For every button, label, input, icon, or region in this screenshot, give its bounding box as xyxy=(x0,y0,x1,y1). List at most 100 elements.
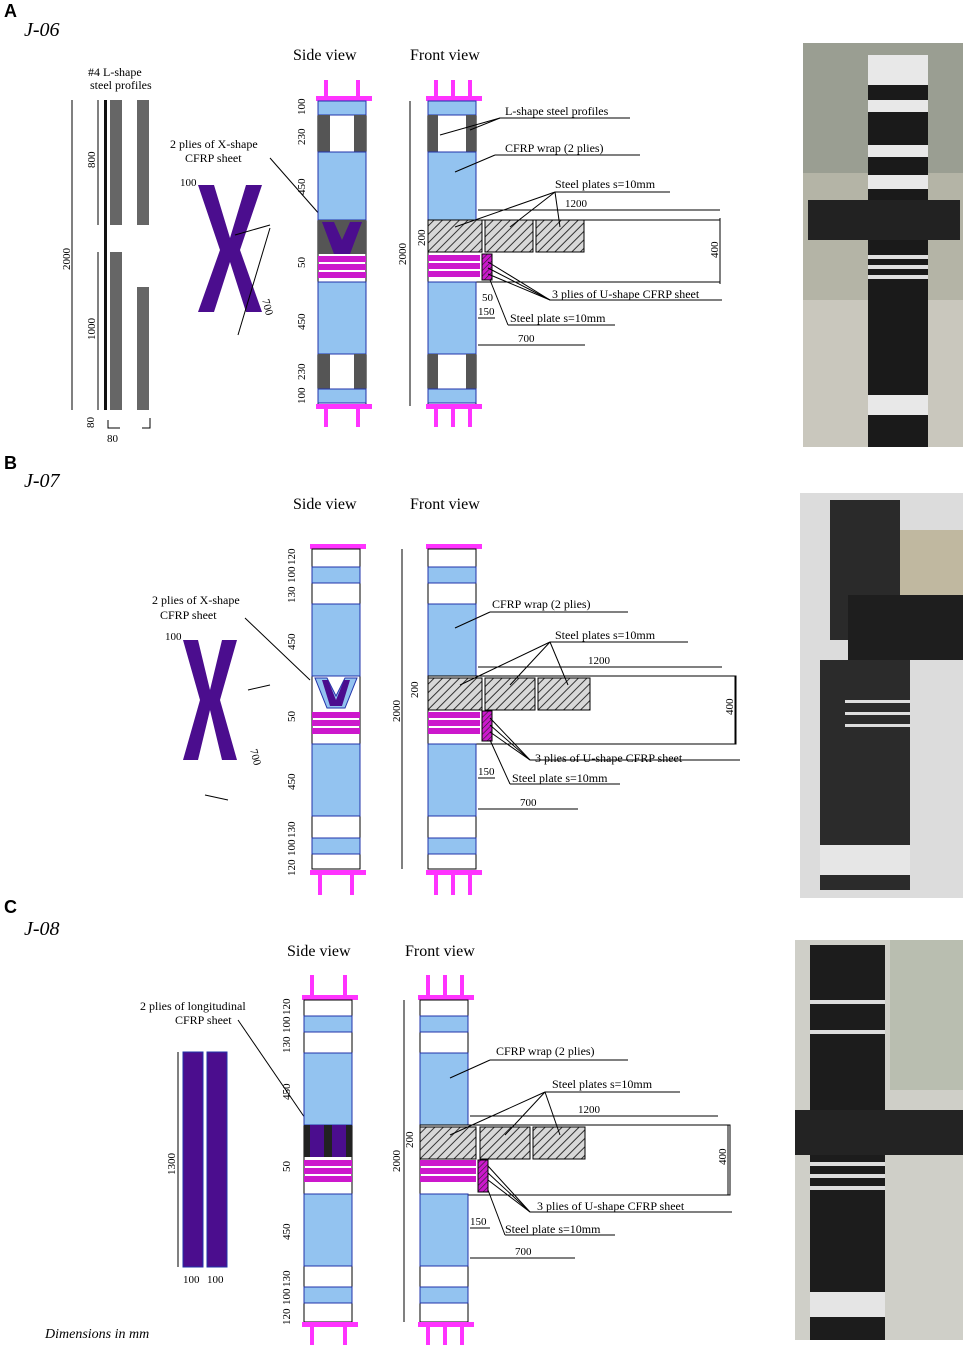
side-view-title: Side view xyxy=(293,47,357,64)
dim-label: 1000 xyxy=(86,318,98,341)
front-label: CFRP wrap (2 plies) xyxy=(492,597,591,611)
dim-label: 800 xyxy=(86,151,98,168)
panel-letter: C xyxy=(4,897,17,917)
front-label: Steel plate s=10mm xyxy=(512,771,608,785)
dim-label: 1200 xyxy=(588,655,611,667)
dim-label: 450 xyxy=(286,633,298,650)
front-label: 3 plies of U-shape CFRP sheet xyxy=(552,287,700,301)
sheet-label: 2 plies of X-shape xyxy=(170,137,258,151)
dim-label: 2000 xyxy=(391,700,403,723)
dim-label: 80 xyxy=(107,433,119,445)
panel-letter: B xyxy=(4,453,17,473)
dim-label: 120 xyxy=(286,859,298,876)
dim-label: 700 xyxy=(515,1246,532,1258)
dim-label: 130 xyxy=(281,1270,293,1287)
dim-label: 100 xyxy=(286,566,298,583)
dim-label: 200 xyxy=(404,1131,416,1148)
front-label: 3 plies of U-shape CFRP sheet xyxy=(535,751,683,765)
front-label: L-shape steel profiles xyxy=(505,104,609,118)
dim-label: 50 xyxy=(281,1161,293,1173)
dim-label: 100 xyxy=(296,387,308,404)
dim-label: 80 xyxy=(85,417,97,429)
dim-label: 1300 xyxy=(166,1153,178,1176)
dim-label: 400 xyxy=(717,1148,729,1165)
dim-label: 100 xyxy=(165,631,182,643)
dim-label: 450 xyxy=(286,773,298,790)
longitudinal-cfrp-strip xyxy=(182,1051,204,1268)
dim-label: 200 xyxy=(416,229,428,246)
dim-label: 100 xyxy=(183,1274,200,1286)
side-view-title: Side view xyxy=(293,496,357,513)
dim-label: 1200 xyxy=(565,198,588,210)
footer-note: Dimensions in mm xyxy=(44,1327,149,1342)
front-view-title: Front view xyxy=(410,47,480,64)
x-shape-cfrp-sheet xyxy=(198,185,262,312)
dim-label: 1200 xyxy=(578,1104,601,1116)
specimen-id: J-07 xyxy=(24,470,61,492)
dim-label: 100 xyxy=(296,98,308,115)
sheet-label: CFRP sheet xyxy=(175,1013,232,1027)
dim-label: 450 xyxy=(281,1083,293,1100)
front-view-joint xyxy=(401,544,740,895)
front-view-title: Front view xyxy=(410,496,480,513)
dim-label: 100 xyxy=(180,177,197,189)
photo-specimen-j07 xyxy=(800,493,963,898)
sheet-label: 2 plies of X-shape xyxy=(152,593,240,607)
dim-label: 100 xyxy=(281,1016,293,1033)
dim-label: 150 xyxy=(470,1216,487,1228)
specimen-id: J-06 xyxy=(24,19,60,41)
dim-label: 50 xyxy=(286,711,298,723)
front-label: Steel plate s=10mm xyxy=(505,1222,601,1236)
front-label: CFRP wrap (2 plies) xyxy=(505,141,604,155)
dim-label: 120 xyxy=(281,1308,293,1325)
front-view-joint xyxy=(403,975,732,1345)
dim-label: 230 xyxy=(296,128,308,145)
dim-label: 150 xyxy=(478,306,495,318)
front-label: Steel plates s=10mm xyxy=(555,177,656,191)
panel-a: A J-06 #4 L-shape steel profiles 800 200… xyxy=(4,1,963,447)
side-view-column xyxy=(302,975,358,1345)
dim-label: 700 xyxy=(518,333,535,345)
photo-specimen-j06 xyxy=(803,43,963,447)
dim-label: 130 xyxy=(286,586,298,603)
front-view-joint xyxy=(409,80,722,427)
dim-label: 450 xyxy=(296,178,308,195)
dim-label: 120 xyxy=(281,998,293,1015)
panel-letter: A xyxy=(4,1,17,21)
x-shape-cfrp-sheet xyxy=(183,640,237,760)
sheet-label: CFRP sheet xyxy=(185,151,242,165)
front-label: 3 plies of U-shape CFRP sheet xyxy=(537,1199,685,1213)
sheet-label: 2 plies of longitudinal xyxy=(140,999,246,1013)
steel-profiles-drawing xyxy=(71,100,151,429)
specimen-id: J-08 xyxy=(24,918,60,940)
dim-label: 450 xyxy=(281,1223,293,1240)
dim-label: 100 xyxy=(281,1288,293,1305)
dim-label: 130 xyxy=(286,821,298,838)
dim-label: 700 xyxy=(247,748,263,768)
dim-label: 50 xyxy=(482,292,494,304)
side-view-column xyxy=(310,544,366,895)
sheet-label: CFRP sheet xyxy=(160,608,217,622)
dim-label: 130 xyxy=(281,1036,293,1053)
dim-label: 700 xyxy=(259,298,275,318)
dim-label: 700 xyxy=(520,797,537,809)
steel-label: steel profiles xyxy=(90,78,152,92)
front-label: Steel plate s=10mm xyxy=(510,311,606,325)
panel-b: B J-07 2 plies of X-shape CFRP sheet 100… xyxy=(4,453,963,898)
dim-label: 2000 xyxy=(397,243,409,266)
dim-label: 100 xyxy=(286,839,298,856)
front-label: Steel plates s=10mm xyxy=(552,1077,653,1091)
front-label: Steel plates s=10mm xyxy=(555,628,656,642)
steel-label: #4 L-shape xyxy=(88,65,142,79)
dim-label: 2000 xyxy=(391,1150,403,1173)
front-label: CFRP wrap (2 plies) xyxy=(496,1044,595,1058)
dim-label: 400 xyxy=(709,241,721,258)
dim-label: 50 xyxy=(296,257,308,269)
side-view-column xyxy=(316,80,372,427)
panel-c: C J-08 2 plies of longitudinal CFRP shee… xyxy=(4,897,963,1345)
dim-label: 200 xyxy=(409,681,421,698)
dim-label: 230 xyxy=(296,363,308,380)
front-view-title: Front view xyxy=(405,943,475,960)
side-view-title: Side view xyxy=(287,943,351,960)
